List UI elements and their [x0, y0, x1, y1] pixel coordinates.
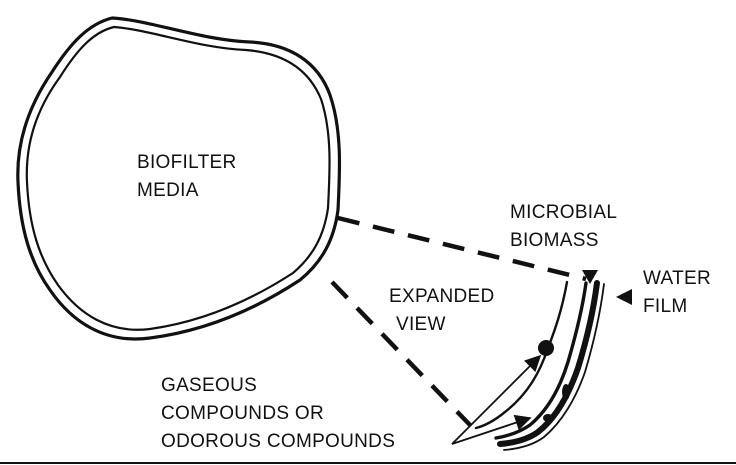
particle-inner-outline	[25, 25, 331, 331]
expanded-label-line2: VIEW	[396, 314, 446, 335]
water-label-line1: WATER	[643, 268, 711, 289]
labels: BIOFILTER MEDIA MICROBIAL BIOMASS WATER …	[137, 152, 711, 452]
microbial-biomass-arrow	[582, 270, 598, 284]
biomass-inner-edge	[474, 280, 569, 430]
microbial-label-line2: BIOMASS	[510, 230, 599, 251]
biofilter-label-line1: BIOFILTER	[137, 152, 236, 173]
gaseous-label-line2: COMPOUNDS OR	[161, 403, 324, 424]
biofilter-label-line2: MEDIA	[137, 180, 199, 201]
microbe-cluster	[562, 384, 570, 400]
water-film-outer-edge	[503, 283, 605, 451]
particle-outer-outline	[16, 16, 342, 341]
water-film-arrow	[616, 289, 632, 305]
gas-arrow-upper	[451, 354, 542, 445]
gaseous-label-line1: GASEOUS	[161, 375, 257, 396]
gas-arrow-lower	[451, 414, 532, 445]
biomass-band	[494, 281, 588, 440]
gaseous-label-line3: ODOROUS COMPOUNDS	[161, 431, 395, 452]
lower-dashed-line	[330, 280, 472, 427]
expansion-lines	[330, 215, 587, 427]
water-label-line2: FILM	[643, 296, 687, 317]
microbe-cell	[538, 340, 554, 356]
microbial-label-line1: MICROBIAL	[510, 202, 617, 223]
arrows	[451, 270, 632, 445]
expanded-view-film	[474, 280, 605, 451]
expanded-label-line1: EXPANDED	[389, 286, 495, 307]
microbe-cluster-lower	[543, 414, 553, 422]
biofilter-particle	[16, 16, 342, 341]
upper-dashed-line	[337, 215, 587, 282]
